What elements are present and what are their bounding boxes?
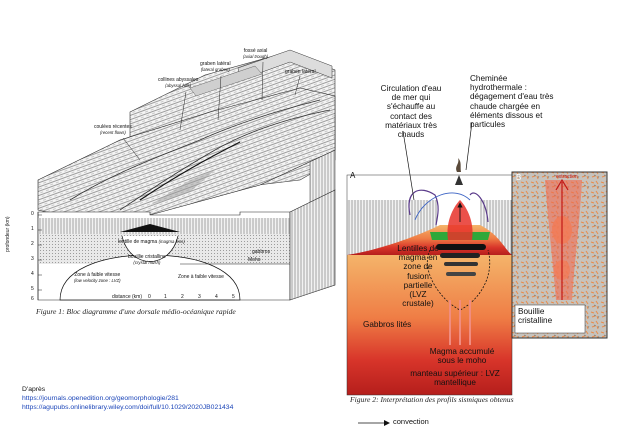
label-abyssal-hills: collines abyssales(abyssal hills) (158, 77, 199, 88)
distance-tick: 0 (148, 294, 151, 300)
label-gabbros: gabbros (252, 249, 271, 255)
depth-tick: 0 (31, 211, 34, 217)
fig2-gabbros-label: Gabbros lités (363, 320, 412, 329)
distance-tick: 2 (181, 294, 184, 300)
label-lvz-right: Zone à faible vitesse (178, 274, 224, 280)
convection-legend-arrow (358, 420, 390, 426)
label-lateral-graben-left: graben latéral(lateral graben) (200, 61, 231, 72)
fig1-leader-lines (122, 61, 301, 161)
depth-tick: 5 (31, 286, 34, 292)
figure2-caption: Figure 2: Interprétation des profils sis… (350, 395, 514, 404)
depth-tick: 6 (31, 296, 34, 302)
fig2-panel-b-letter: B (516, 173, 522, 182)
distance-tick: 1 (164, 294, 167, 300)
distance-axis-label: distance (km) (112, 294, 143, 300)
fig2-panel-a (346, 121, 513, 396)
distance-tick: 5 (232, 294, 235, 300)
label-moho: Moho (248, 257, 261, 263)
fig2-chimney-label: Cheminée hydrothermale : dégagement d'ea… (470, 74, 554, 129)
fig1-depth-ticks (38, 214, 42, 291)
depth-tick: 1 (31, 226, 34, 232)
distance-tick: 3 (198, 294, 201, 300)
fig2-mush-label: Bouillie cristalline (518, 307, 553, 326)
fig1-seafloor-surface (37, 87, 336, 216)
fig1-cross-section (37, 189, 336, 301)
convection-legend-label: convection (393, 417, 429, 426)
label-crystal-mush: bouillie cristalline(crystal mush) (128, 254, 166, 265)
figure1-caption: Figure 1: Bloc diagramme d'une dorsale m… (36, 307, 236, 316)
sources-heading: D'après (22, 386, 46, 393)
label-lvz: Zone à faible vitesse(low velocity zone … (74, 272, 121, 283)
depth-tick: 2 (31, 241, 34, 247)
fig2-circulation-label: Circulation d'eau de mer qui s'échauffe … (380, 84, 442, 139)
depth-tick: 4 (31, 271, 34, 277)
label-axial-trough: fossé axial(axial trough) (243, 48, 269, 59)
fig2-magma-label: Magma accumulé sous le moho (429, 347, 495, 366)
depth-tick: 3 (31, 256, 34, 262)
depth-axis-label: profondeur (km) (5, 216, 11, 252)
label-recent-flows: coulées récentes(recent flows) (94, 124, 132, 135)
fig2-extraction-label: extraction (556, 174, 578, 180)
label-lateral-graben-right: graben latéral (285, 69, 316, 75)
fig2-panel-b (511, 171, 608, 339)
fig2-mantle-label: manteau supérieur : LVZ mantellique (410, 369, 500, 388)
fig2-panel-a-letter: A (350, 171, 356, 180)
source-link-2[interactable]: https://agupubs.onlinelibrary.wiley.com/… (22, 404, 234, 411)
fig2-lenses-label: Lentilles de magma en zone de fusion par… (397, 244, 439, 309)
source-link-1[interactable]: https://journals.openedition.org/geomorp… (22, 395, 179, 402)
label-magma-lens: lentille de magma (magma lens) (118, 239, 185, 245)
distance-tick: 4 (215, 294, 218, 300)
